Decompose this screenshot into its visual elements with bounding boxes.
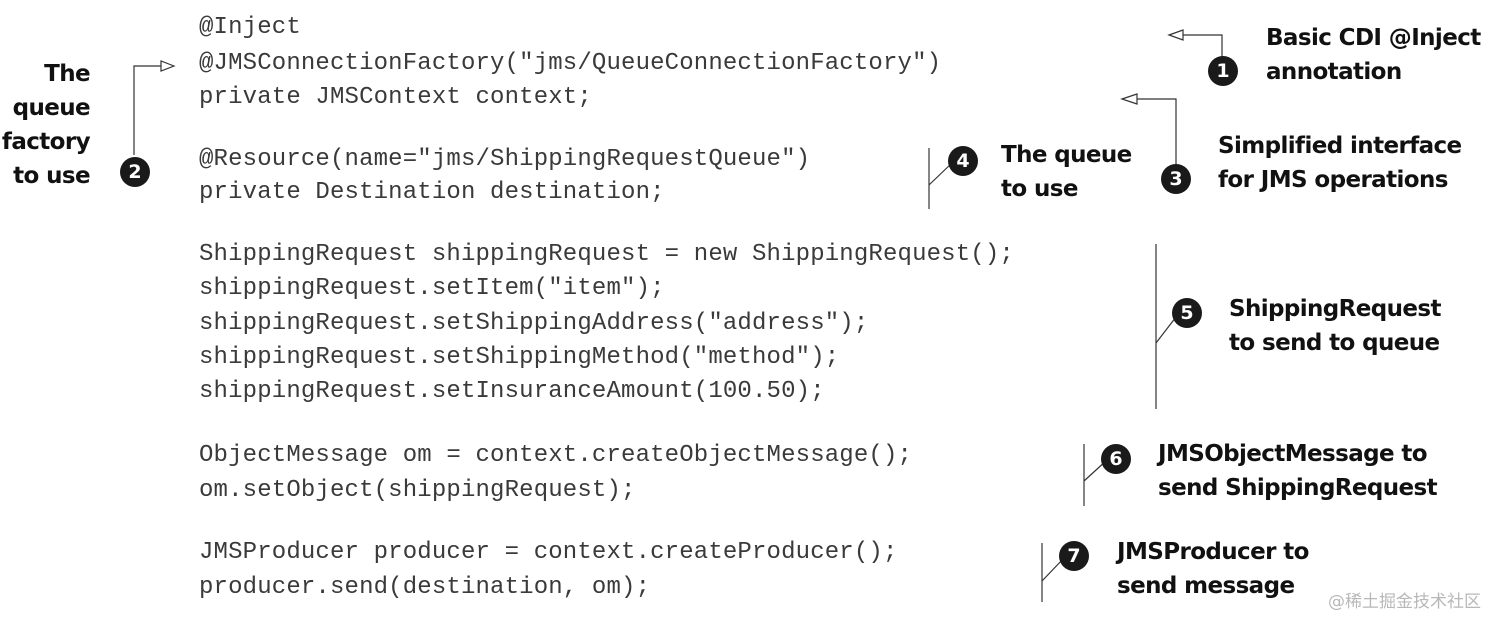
callout-number-6: 6 [1101, 444, 1131, 474]
annotation-1-text: Basic CDI @Inject annotation [1266, 25, 1481, 85]
code-line-set-shipping-address: shippingRequest.setShippingAddress("addr… [199, 310, 869, 337]
arrowhead-3 [1120, 93, 1138, 105]
callout-number-1: 1 [1208, 56, 1238, 86]
callout-number-2: 2 [120, 157, 150, 187]
code-line-producer: JMSProducer producer = context.createPro… [199, 539, 898, 566]
code-line-object-message: ObjectMessage om = context.createObjectM… [199, 442, 913, 469]
annotation-3-text: Simplified interface for JMS operations [1218, 133, 1462, 193]
leader-line-1 [1183, 34, 1223, 57]
annotation-5-text: ShippingRequest to send to queue [1229, 296, 1442, 356]
arrowhead-2 [160, 60, 176, 72]
code-line-inject: @Inject [199, 14, 301, 41]
code-line-destination: private Destination destination; [199, 179, 665, 206]
annotation-2-text: The queue factory to use [1, 61, 91, 189]
code-line-context: private JMSContext context; [199, 84, 592, 111]
leader-line-2 [133, 65, 161, 155]
code-line-send: producer.send(destination, om); [199, 574, 651, 601]
code-line-connection-factory: @JMSConnectionFactory("jms/QueueConnecti… [199, 50, 942, 77]
arrowhead-1 [1167, 29, 1184, 41]
callout-number-4: 4 [948, 146, 978, 176]
watermark: @稀土掘金技术社区 [1328, 592, 1481, 612]
code-line-set-insurance-amount: shippingRequest.setInsuranceAmount(100.5… [199, 378, 825, 405]
callout-number-7: 7 [1059, 541, 1089, 571]
code-line-set-item: shippingRequest.setItem("item"); [199, 275, 665, 302]
annotation-6-text: JMSObjectMessage to send ShippingRequest [1158, 441, 1438, 501]
callout-number-5: 5 [1172, 298, 1202, 328]
code-line-resource: @Resource(name="jms/ShippingRequestQueue… [199, 146, 811, 173]
tick-5 [1155, 316, 1177, 344]
code-line-new-shipping-request: ShippingRequest shippingRequest = new Sh… [199, 241, 1014, 268]
code-line-set-object: om.setObject(shippingRequest); [199, 477, 636, 504]
annotation-4-text: The queue to use [1001, 142, 1132, 202]
annotation-7-text: JMSProducer to send message [1117, 539, 1309, 599]
callout-number-3: 3 [1161, 164, 1191, 194]
leader-line-3 [1137, 98, 1177, 165]
code-line-set-shipping-method: shippingRequest.setShippingMethod("metho… [199, 344, 840, 371]
